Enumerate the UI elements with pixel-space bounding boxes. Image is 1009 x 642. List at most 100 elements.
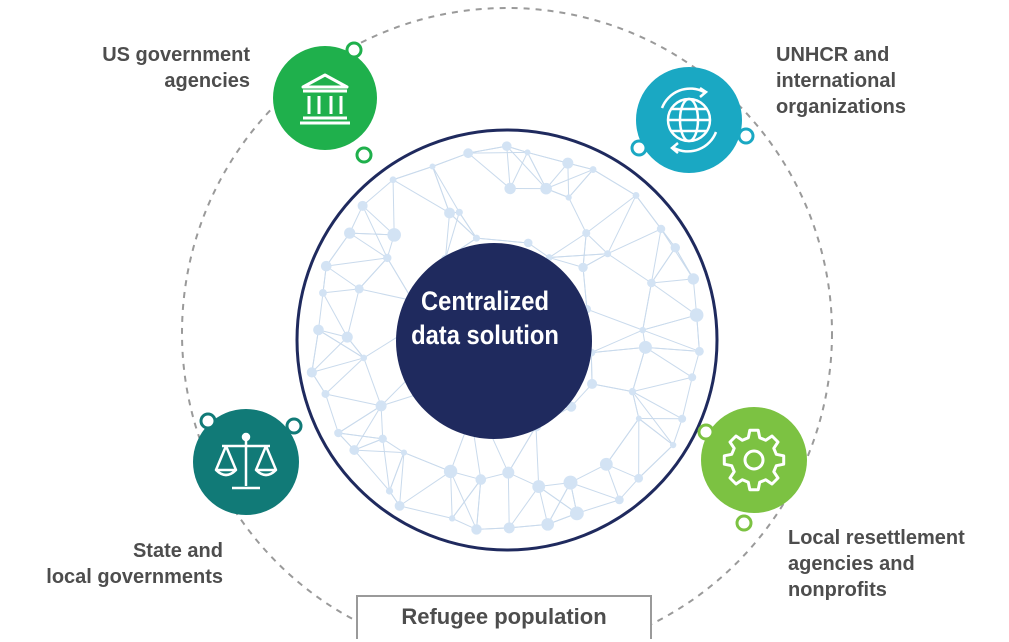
network-line xyxy=(608,229,661,254)
network-node-dot xyxy=(690,308,704,322)
network-line xyxy=(459,212,476,238)
network-node-dot xyxy=(657,225,665,233)
network-line xyxy=(318,293,322,330)
network-line xyxy=(586,195,636,233)
network-node-dot xyxy=(566,194,572,200)
network-line xyxy=(477,480,481,530)
network-line xyxy=(632,347,645,391)
unhcr-label: UNHCR and international organizations xyxy=(776,42,906,120)
network-line xyxy=(548,483,571,525)
network-node-dot xyxy=(395,501,405,511)
network-node-dot xyxy=(647,279,656,288)
network-node-dot xyxy=(695,347,704,356)
network-node-dot xyxy=(634,474,643,483)
network-line xyxy=(354,450,389,491)
us-government-node xyxy=(273,43,377,162)
network-node-dot xyxy=(563,476,577,490)
label-line: local governments xyxy=(46,564,223,590)
network-line xyxy=(326,258,387,266)
network-node-dot xyxy=(640,327,646,333)
network-node-dot xyxy=(670,442,676,448)
network-node-dot xyxy=(463,148,473,158)
network-line xyxy=(338,433,382,439)
network-line xyxy=(354,450,404,453)
network-node-dot xyxy=(401,449,407,455)
network-line xyxy=(468,146,507,153)
connector-dot xyxy=(287,419,301,433)
network-node-dot xyxy=(334,429,342,437)
network-line xyxy=(354,406,381,450)
network-line xyxy=(393,180,449,213)
network-line xyxy=(651,279,693,283)
network-node-dot xyxy=(430,163,436,169)
connector-dot xyxy=(201,414,215,428)
network-node-dot xyxy=(532,480,545,493)
network-line xyxy=(451,471,477,529)
network-line xyxy=(359,258,387,289)
network-node-dot xyxy=(590,166,597,173)
network-line xyxy=(549,233,586,257)
network-node-dot xyxy=(390,176,397,183)
network-line xyxy=(433,153,469,166)
refugee-population-box: Refugee population xyxy=(356,595,652,639)
network-line xyxy=(569,170,593,198)
network-line xyxy=(569,198,587,234)
network-line xyxy=(383,439,390,491)
network-line xyxy=(393,180,394,235)
network-line xyxy=(645,347,692,377)
network-node-dot xyxy=(671,243,680,252)
network-line xyxy=(586,233,607,254)
network-line xyxy=(549,254,607,258)
network-node-dot xyxy=(444,465,457,478)
network-node-dot xyxy=(376,400,387,411)
connector-dot xyxy=(739,129,753,143)
local-resettlement-label: Local resettlement agencies and nonprofi… xyxy=(788,525,965,603)
network-line xyxy=(326,233,349,266)
us-government-label: US government agencies xyxy=(102,42,250,94)
network-line xyxy=(536,426,539,486)
network-node-dot xyxy=(629,388,636,395)
network-line xyxy=(643,315,697,330)
network-line xyxy=(510,152,527,188)
network-line xyxy=(364,358,381,406)
network-node-dot xyxy=(504,183,515,194)
label-line: State and xyxy=(46,538,223,564)
network-line xyxy=(651,283,696,315)
network-node-dot xyxy=(321,261,332,272)
local-resettlement-node xyxy=(699,407,807,530)
network-node-dot xyxy=(578,263,587,272)
network-node-dot xyxy=(355,284,364,293)
connector-dot xyxy=(357,148,371,162)
network-line xyxy=(608,254,652,283)
label-line: agencies xyxy=(102,68,250,94)
connector-dot xyxy=(699,425,713,439)
network-line xyxy=(325,394,338,433)
network-line xyxy=(606,419,639,465)
network-node-dot xyxy=(360,355,367,362)
label-line: nonprofits xyxy=(788,577,965,603)
network-line xyxy=(400,453,404,506)
network-node-dot xyxy=(321,390,329,398)
label-line: Local resettlement xyxy=(788,525,965,551)
network-line xyxy=(592,384,632,392)
network-line xyxy=(591,330,642,353)
network-line xyxy=(583,233,586,267)
network-node-dot xyxy=(615,495,624,504)
network-node-dot xyxy=(449,515,455,521)
network-node-dot xyxy=(587,379,597,389)
label-line: US government xyxy=(102,42,250,68)
network-line xyxy=(338,406,381,433)
network-node-dot xyxy=(473,235,480,242)
network-node-dot xyxy=(379,435,387,443)
network-line xyxy=(404,453,451,472)
network-line xyxy=(451,471,453,518)
network-line xyxy=(632,377,692,391)
network-node-dot xyxy=(540,183,552,195)
network-line xyxy=(389,453,403,491)
network-line xyxy=(323,289,359,293)
network-node-dot xyxy=(471,524,481,534)
network-line xyxy=(326,266,359,289)
network-line xyxy=(468,153,510,188)
network-node-dot xyxy=(562,158,573,169)
